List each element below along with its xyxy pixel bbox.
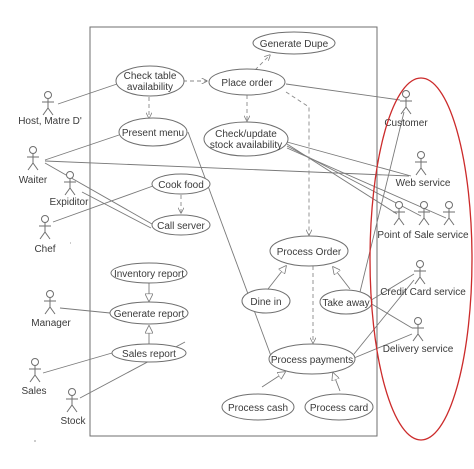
actor-pos-service-icon-3 (443, 201, 455, 226)
actor-waiter-icon (27, 146, 39, 171)
gen-card-payments (333, 373, 341, 392)
actor-customer-icon (400, 90, 412, 115)
actor-host-label: Host, Matre D' (18, 116, 82, 127)
use-case-process-payments-label: Process payments (271, 355, 353, 366)
external-actors-highlight (369, 77, 473, 441)
actor-credit-card-service-label: Credit Card service (380, 287, 466, 298)
use-case-sales-report-label: Sales report (122, 349, 176, 360)
assoc-stock-web (286, 141, 412, 177)
actor-pos-service-icon-2 (418, 201, 430, 226)
dependency-lines (149, 55, 313, 343)
use-case-place-order (208, 68, 286, 96)
actor-waiter-label: Waiter (19, 175, 48, 186)
actor-pos-service-icon (393, 201, 405, 226)
use-case-check-table (115, 65, 185, 97)
assoc-waiter-call-server (44, 162, 153, 225)
assoc-menu-process-payments (187, 131, 272, 357)
use-case-process-order-label: Process Order (277, 247, 342, 258)
use-case-place-order-label: Place order (221, 78, 273, 89)
assoc-waiter-web (44, 160, 410, 177)
actor-sales-icon (29, 358, 41, 383)
assoc-manager-generate-report (59, 307, 111, 314)
actor-customer-label: Customer (384, 118, 428, 129)
use-case-process-card (304, 393, 374, 421)
use-case-check-stock (203, 121, 289, 157)
actor-credit-card-service-icon (414, 260, 426, 285)
assoc-take-away-credit (367, 273, 415, 303)
actor-labels: Host, Matre D' Waiter Expiditor Chef Man… (18, 116, 469, 427)
dep-place-order-process-order (285, 91, 309, 235)
assoc-take-away-customer (359, 111, 405, 293)
use-case-process-payments (268, 343, 356, 375)
use-case-process-card-label: Process card (310, 403, 368, 414)
actor-host-icon (42, 91, 54, 116)
actor-stock-label: Stock (60, 416, 86, 427)
use-case-sales-report (111, 343, 187, 363)
assoc-stock-pos-3 (286, 147, 447, 219)
use-case-inventory-report-label: Inventory report (114, 269, 184, 280)
use-case-cook-food (151, 173, 211, 195)
use-case-call-server (151, 214, 211, 236)
use-case-take-away-label: Take away (322, 298, 369, 309)
use-case-inventory-report (110, 262, 188, 284)
assoc-expiditor-call-server (81, 191, 152, 229)
dep-place-order-generate-dupe (254, 55, 270, 71)
gen-dine-in-process-order (267, 266, 286, 290)
actor-sales-label: Sales (21, 386, 46, 397)
assoc-payments-delivery (353, 333, 413, 359)
use-case-process-cash (221, 393, 295, 421)
use-case-process-order (269, 235, 349, 267)
assoc-payments-credit (353, 279, 415, 355)
assoc-waiter-present-menu (44, 134, 120, 161)
use-case-cook-food-label: Cook food (158, 180, 204, 191)
actor-stock-icon (66, 388, 78, 413)
actor-web-service-icon (415, 151, 427, 176)
actor-manager-icon (44, 290, 56, 315)
assoc-chef-cook-food (52, 185, 154, 223)
use-case-generate-dupe-label: Generate Dupe (260, 39, 329, 50)
gen-take-away-process-order (333, 267, 351, 290)
use-case-take-away (319, 289, 373, 315)
use-case-generate-report-label: Generate report (114, 309, 185, 320)
actor-expiditor-icon (64, 171, 76, 196)
actor-chef-label: Chef (34, 244, 55, 255)
generalization-lines (149, 266, 351, 392)
use-case-dine-in (241, 288, 291, 314)
actor-pos-service-label: Point of Sale service (377, 230, 469, 241)
actor-expiditor-label: Expiditor (50, 197, 90, 208)
actor-delivery-service-icon (412, 317, 424, 342)
system-boundary (89, 26, 378, 437)
actor-delivery-service-label: Delivery service (383, 344, 454, 355)
assoc-take-away-delivery (369, 302, 413, 329)
use-case-generate-report (109, 301, 189, 325)
assoc-sales-sales-report (42, 352, 113, 374)
use-case-present-menu (118, 117, 188, 147)
use-case-ellipses (109, 31, 374, 421)
use-case-dine-in-label: Dine in (250, 297, 281, 308)
use-case-call-server-label: Call server (157, 221, 205, 232)
assoc-host-check-table (57, 83, 118, 105)
use-case-process-cash-label: Process cash (228, 403, 288, 414)
actor-web-service-label: Web service (396, 178, 451, 189)
use-case-generate-dupe (252, 31, 336, 55)
use-case-present-menu-label: Present menu (122, 128, 184, 139)
actor-chef-icon (39, 215, 51, 240)
assoc-place-order-customer (285, 83, 401, 101)
actor-manager-label: Manager (31, 318, 71, 329)
gen-cash-payments (261, 372, 285, 388)
